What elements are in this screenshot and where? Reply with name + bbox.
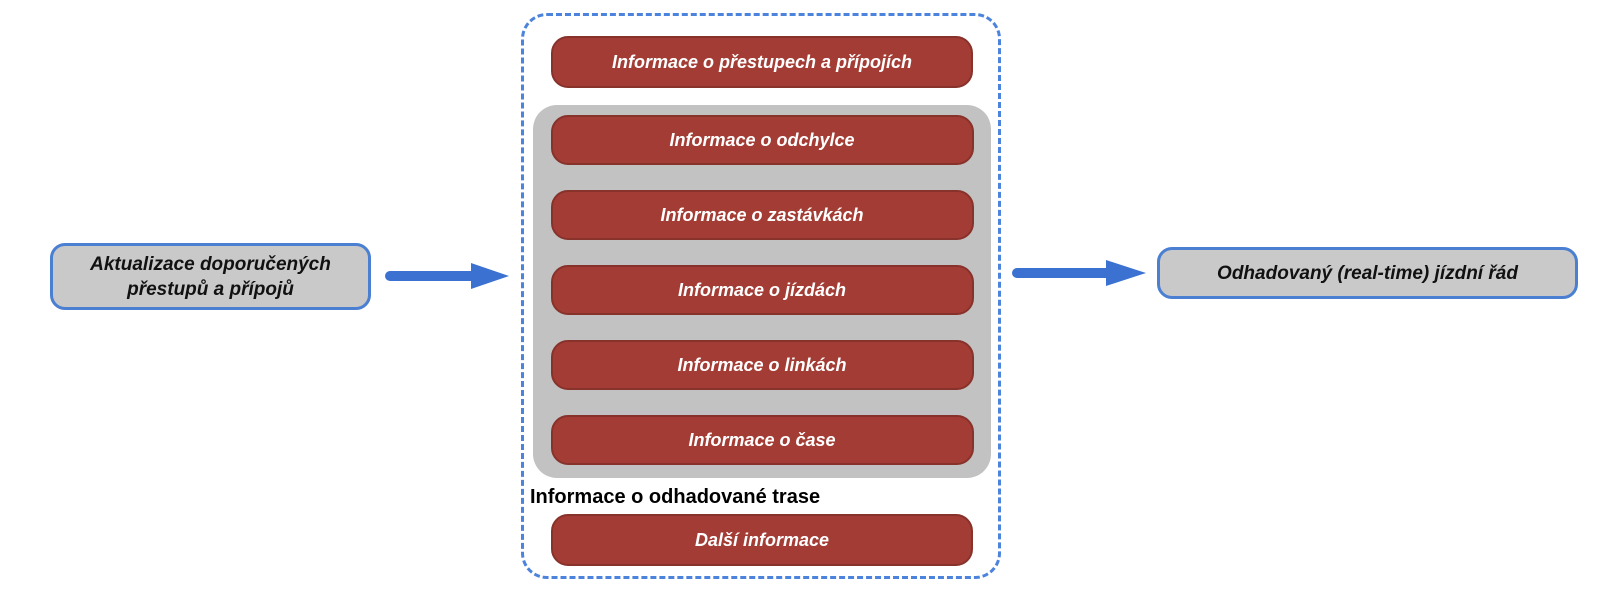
output-node-label: Odhadovaný (real-time) jízdní řád xyxy=(1217,262,1518,284)
other-info-label: Další informace xyxy=(694,529,830,550)
arrow-right-icon xyxy=(1010,257,1150,294)
route-item-label: Informace o čase xyxy=(688,429,836,450)
route-item-pill: Informace o linkách xyxy=(550,340,974,390)
arrow-right-icon xyxy=(383,260,513,297)
route-item-pill: Informace o jízdách xyxy=(550,265,974,315)
input-node: Aktualizace doporučených přestupů a příp… xyxy=(50,243,371,310)
pipeline-group: Informace o přestupech a přípojích Infor… xyxy=(521,13,1001,579)
route-item-label: Informace o jízdách xyxy=(677,279,847,300)
output-node: Odhadovaný (real-time) jízdní řád xyxy=(1157,247,1578,299)
estimated-route-group-caption: Informace o odhadované trase xyxy=(530,486,821,508)
route-item-pill: Informace o zastávkách xyxy=(550,190,974,240)
route-item-label: Informace o linkách xyxy=(677,354,847,375)
route-item-pill: Informace o odchylce xyxy=(550,115,974,165)
route-item-pill: Informace o čase xyxy=(550,415,974,465)
estimated-route-group: Informace o odchylce Informace o zastávk… xyxy=(533,105,991,478)
other-info-pill: Další informace xyxy=(551,514,973,566)
input-node-label: Aktualizace doporučených přestupů a příp… xyxy=(90,253,331,300)
transfers-info-label: Informace o přestupech a přípojích xyxy=(611,51,913,72)
route-item-label: Informace o zastávkách xyxy=(660,204,864,225)
transfers-info-pill: Informace o přestupech a přípojích xyxy=(551,36,973,88)
route-item-label: Informace o odchylce xyxy=(669,129,855,150)
